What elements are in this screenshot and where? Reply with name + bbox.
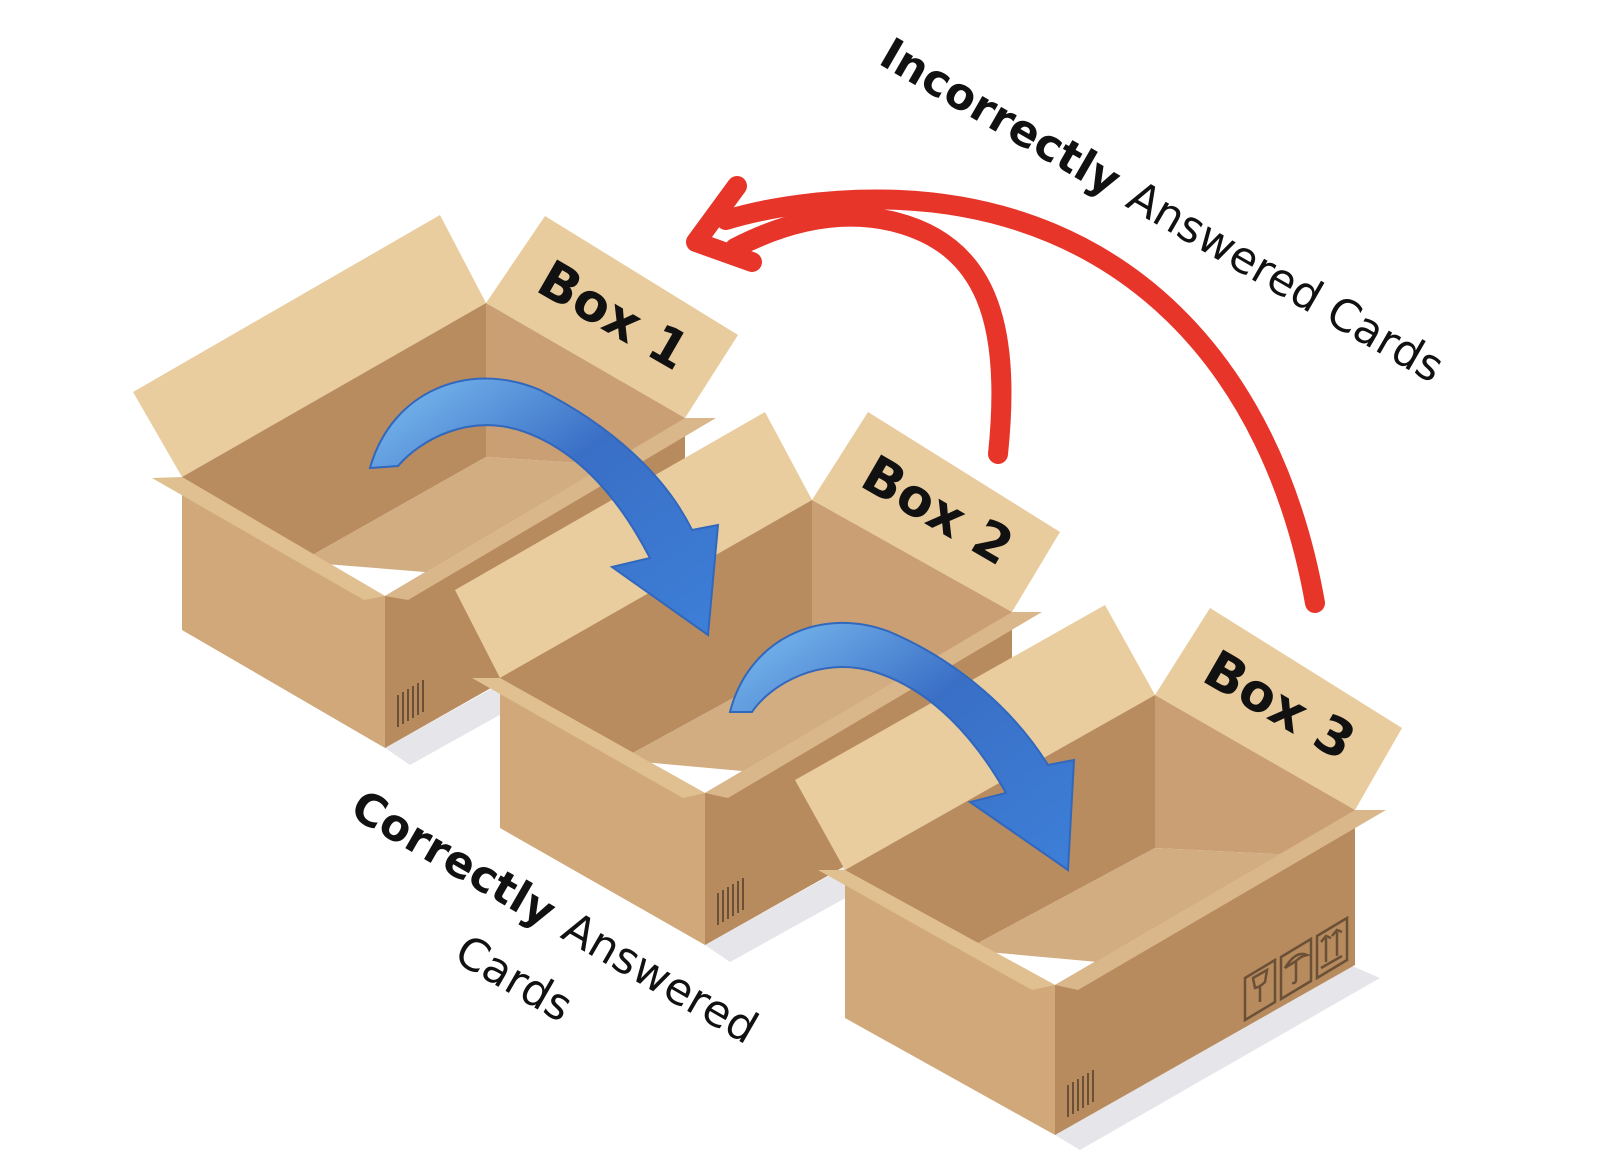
arrow-head-icon — [686, 176, 762, 272]
arrow-box1-to-box2 — [368, 377, 720, 637]
barcode-icon — [397, 680, 424, 727]
barcode-icon — [717, 878, 744, 925]
barcode-icon — [1067, 1070, 1094, 1117]
incorrect-caption-bold: Incorrectly — [872, 28, 1130, 206]
keep-dry-umbrella-icon — [1279, 936, 1313, 1002]
fragile-glass-icon — [1243, 957, 1277, 1023]
correct-forward-arrows — [368, 377, 1076, 872]
arrow-box2-to-box3 — [728, 621, 1076, 872]
this-way-up-icon — [1315, 915, 1349, 981]
incorrect-caption-rest: Answered Cards — [1119, 171, 1453, 393]
arrow-box3-to-box1 — [716, 189, 1325, 613]
incorrect-return-arrows — [686, 176, 1325, 613]
arrow-box2-to-box1 — [725, 206, 1012, 464]
box-2: Box 2 — [455, 412, 1060, 962]
